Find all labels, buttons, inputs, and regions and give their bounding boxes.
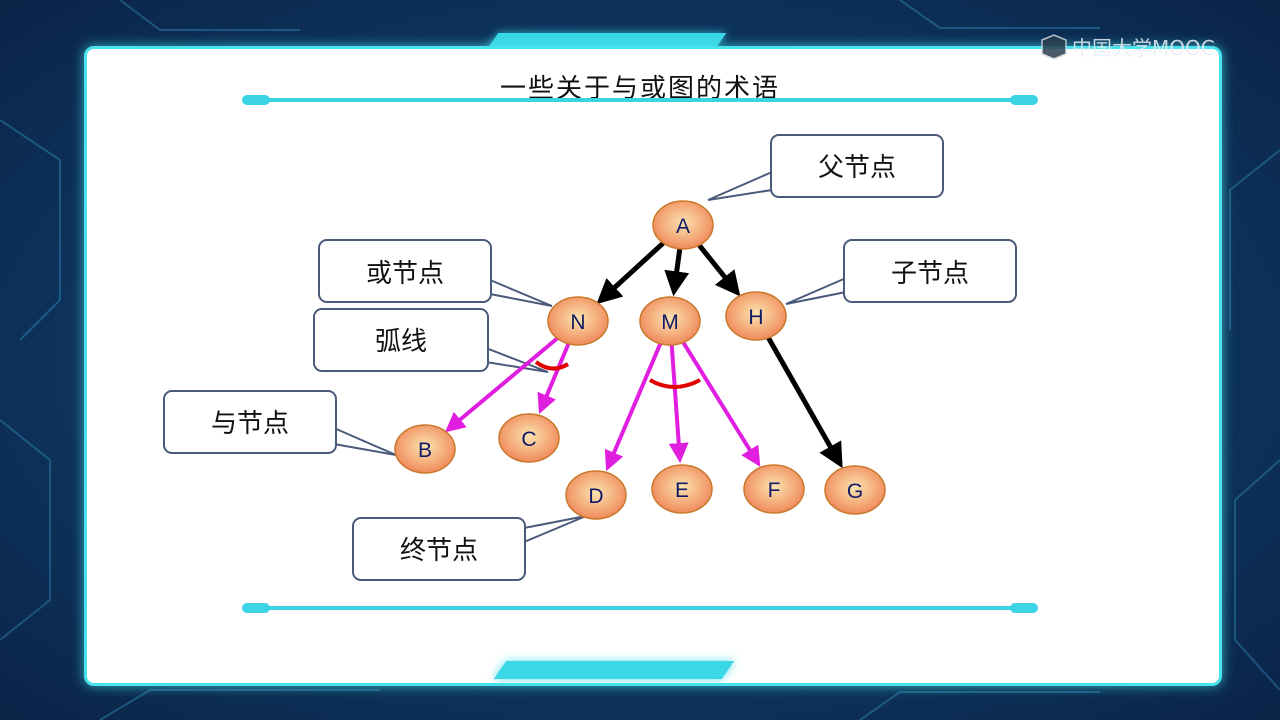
edge-a-m: [664, 248, 690, 297]
node-e: E: [651, 464, 713, 514]
node-m-label: M: [661, 311, 679, 334]
edge-m-f: [680, 340, 761, 467]
mooc-logo: 中国大学MOOC: [1040, 32, 1215, 61]
node-g: G: [824, 465, 886, 515]
node-c: C: [498, 413, 560, 463]
node-d: D: [565, 470, 627, 520]
node-n: N: [547, 296, 609, 346]
node-c-label: C: [521, 428, 536, 451]
callout-child-label: 子节点: [891, 259, 969, 289]
mooc-logo-text: 中国大学MOOC: [1072, 36, 1215, 60]
title-divider: [242, 95, 1038, 105]
node-b-label: B: [418, 439, 432, 462]
node-f-label: F: [768, 479, 781, 502]
node-a: A: [652, 200, 714, 250]
callout-terminal-label: 终节点: [400, 536, 478, 566]
node-e-label: E: [675, 479, 689, 502]
footer-divider: [242, 603, 1038, 613]
node-n-label: N: [570, 311, 585, 334]
callout-child: 子节点: [785, 239, 1017, 305]
and-arc-m: [648, 378, 701, 389]
node-a-label: A: [676, 215, 690, 238]
and-arc-n: [534, 360, 570, 371]
node-h: H: [725, 291, 787, 341]
callout-terminal: 终节点: [352, 515, 587, 581]
edge-n-c: [537, 342, 571, 415]
node-m: M: [639, 296, 701, 346]
mooc-logo-icon: [1041, 33, 1067, 60]
edge-m-d: [604, 342, 663, 472]
callout-arc: 弧线: [313, 308, 549, 373]
edge-n-b: [444, 334, 561, 433]
callout-parent: 父节点: [707, 134, 944, 201]
callout-or-node: 或节点: [318, 239, 553, 307]
callout-and-node: 与节点: [163, 390, 397, 456]
node-f: F: [743, 464, 805, 514]
node-b: B: [394, 424, 456, 474]
edge-a-h: [696, 242, 741, 297]
callout-and-node-label: 与节点: [211, 409, 289, 439]
callout-arc-label: 弧线: [375, 327, 427, 357]
edge-m-e: [668, 344, 689, 464]
node-g-label: G: [847, 480, 863, 503]
callout-or-node-label: 或节点: [366, 259, 444, 289]
edge-a-n: [596, 239, 667, 305]
edge-h-g: [765, 335, 843, 469]
node-d-label: D: [588, 485, 603, 508]
node-h-label: H: [748, 306, 763, 329]
callout-parent-label: 父节点: [818, 153, 896, 183]
